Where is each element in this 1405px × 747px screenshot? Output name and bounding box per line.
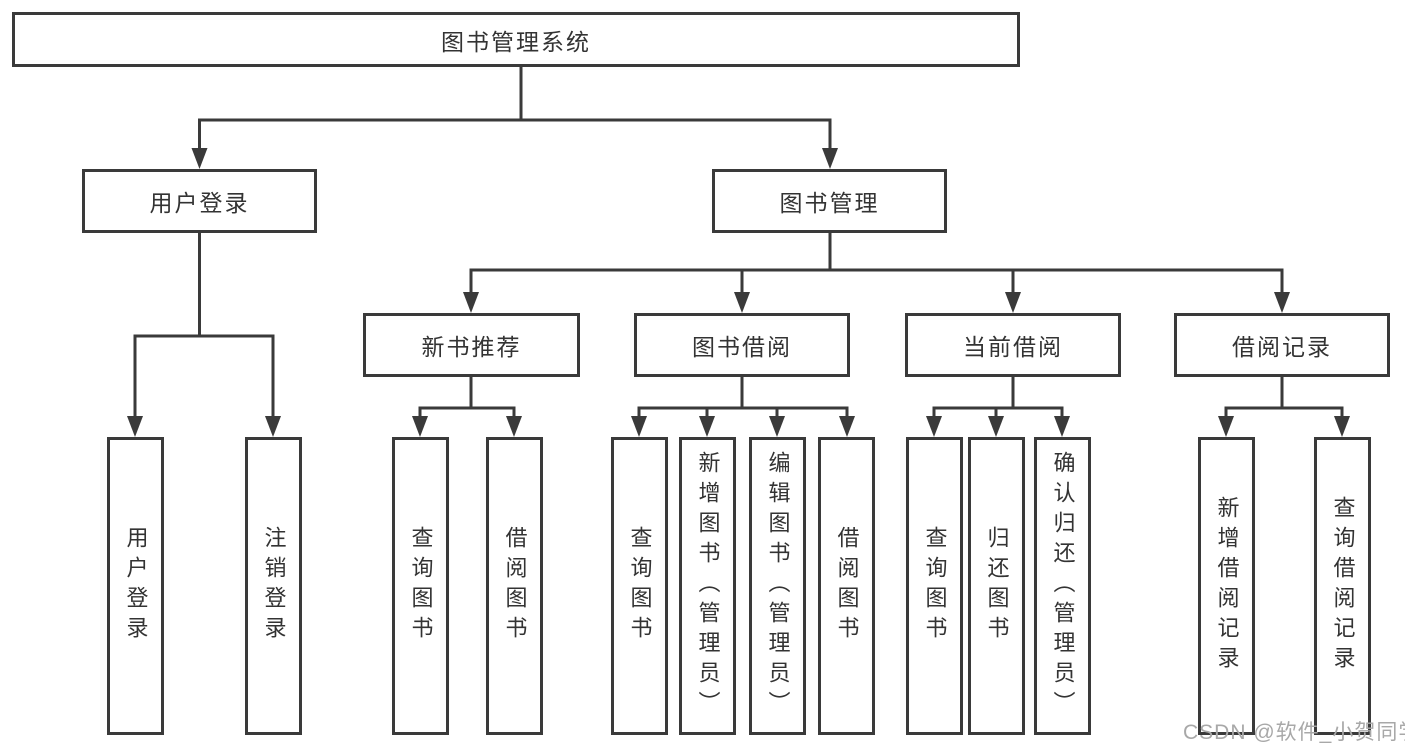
node-book-management: 图书管理 [712,169,947,233]
arrowhead [463,292,479,313]
node-leaf-edit-books-admin: 编辑图书（管理员） [749,437,806,735]
node-current-borrowing: 当前借阅 [905,313,1121,377]
arrowhead [1218,416,1234,437]
arrowhead [734,292,750,313]
node-current-borrowing-label: 当前借阅 [963,334,1063,360]
arrowhead [191,148,208,169]
node-user-login: 用户登录 [82,169,317,233]
node-leaf-query-books-borrowing: 查询图书 [611,437,668,735]
arrowhead [412,416,428,437]
arrowhead [631,416,647,437]
node-leaf-borrow-books-label: 借阅图书 [834,526,860,646]
arrowhead [769,416,785,437]
node-leaf-query-books-current: 查询图书 [906,437,963,735]
node-leaf-query-books-recommend: 查询图书 [392,437,449,735]
connector-lines [133,67,1344,418]
node-leaf-add-books-admin: 新增图书（管理员） [679,437,736,735]
connector-book-borrow-to-leaves [637,377,849,418]
arrowhead [822,148,838,169]
node-leaf-query-borrow-record-label: 查询借阅记录 [1330,496,1356,676]
node-leaf-borrow-books: 借阅图书 [818,437,875,735]
connector-borrow-records-to-leaves [1224,377,1344,418]
watermark: CSDN @软件_小贺同学 [1183,721,1405,744]
node-leaf-logout: 注销登录 [245,437,302,735]
arrowhead [1334,416,1350,437]
connector-user-login-to-leaves [133,233,275,418]
node-leaf-query-books-recommend-label: 查询图书 [408,526,434,646]
node-borrowing-records-label: 借阅记录 [1232,334,1332,360]
node-book-borrowing: 图书借阅 [634,313,850,377]
node-library-system: 图书管理系统 [12,12,1020,67]
node-leaf-borrow-books-recommend: 借阅图书 [486,437,543,735]
arrowhead [1274,292,1290,313]
node-leaf-add-books-admin-label: 新增图书（管理员） [695,451,721,721]
arrowhead [1005,292,1021,313]
node-leaf-query-books-current-label: 查询图书 [922,526,948,646]
arrowhead [699,416,715,437]
node-book-borrowing-label: 图书借阅 [692,334,792,360]
node-book-management-label: 图书管理 [779,190,880,216]
arrowhead [1054,416,1070,437]
arrowhead [988,416,1004,437]
node-leaf-edit-books-admin-label: 编辑图书（管理员） [765,451,791,721]
connector-root-to-level2 [198,67,832,150]
node-leaf-add-borrow-record-label: 新增借阅记录 [1214,496,1240,676]
node-borrowing-records: 借阅记录 [1174,313,1390,377]
connector-book-mgmt-to-level3 [469,233,1284,294]
node-leaf-user-login-label: 用户登录 [123,526,149,646]
arrowhead [839,416,855,437]
node-leaf-return-books: 归还图书 [968,437,1025,735]
connector-new-books-to-leaves [418,377,516,418]
node-leaf-query-books-borrowing-label: 查询图书 [627,526,653,646]
node-leaf-user-login: 用户登录 [107,437,164,735]
node-leaf-borrow-books-recommend-label: 借阅图书 [502,526,528,646]
arrowhead [506,416,522,437]
connector-current-borrow-to-leaves [932,377,1064,418]
arrowheads [127,148,1350,437]
node-leaf-return-books-label: 归还图书 [984,526,1010,646]
arrowhead [127,416,143,437]
node-leaf-confirm-return-admin: 确认归还（管理员） [1034,437,1091,735]
arrowhead [265,416,281,437]
node-new-book-recommend-label: 新书推荐 [421,334,522,360]
node-leaf-confirm-return-admin-label: 确认归还（管理员） [1050,451,1076,721]
node-user-login-label: 用户登录 [149,190,250,216]
node-leaf-add-borrow-record: 新增借阅记录 [1198,437,1255,735]
node-leaf-logout-label: 注销登录 [261,526,287,646]
arrowhead [926,416,942,437]
node-library-system-label: 图书管理系统 [441,28,591,55]
node-leaf-query-borrow-record: 查询借阅记录 [1314,437,1371,735]
node-new-book-recommend: 新书推荐 [363,313,580,377]
